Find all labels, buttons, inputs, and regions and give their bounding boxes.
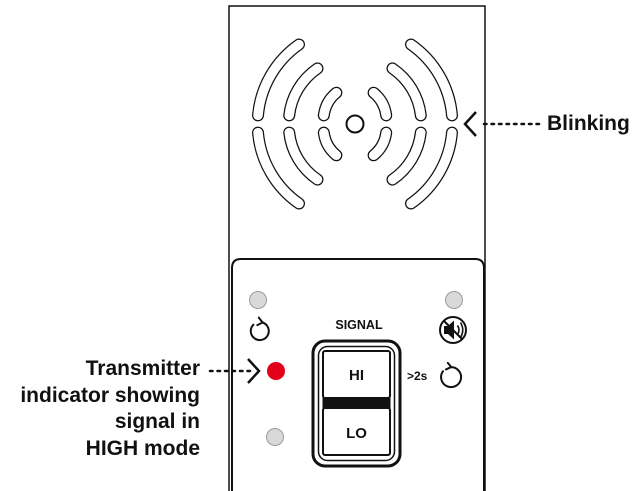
transmitter-label-line: Transmitter <box>85 357 200 380</box>
speaker-center <box>345 114 365 134</box>
sound-waves-icon <box>252 38 458 210</box>
refresh-icon <box>440 361 463 389</box>
hold-duration-label: >2s <box>407 369 428 383</box>
mute-speaker-icon <box>439 316 467 344</box>
refresh-icon <box>249 316 270 342</box>
blinking-label: Blinking <box>547 112 630 135</box>
lo-button[interactable] <box>322 407 391 456</box>
transmitter-pointer <box>208 358 261 384</box>
transmitter-label-line: HIGH mode <box>85 436 200 460</box>
transmitter-label: Transmitter indicator showing signal in … <box>0 356 200 462</box>
blinking-pointer <box>463 111 541 137</box>
led-bottom-left <box>266 428 284 446</box>
signal-title: SIGNAL <box>335 318 383 332</box>
lo-label: LO <box>346 425 367 442</box>
signal-rocker-switch[interactable]: HI LO <box>311 339 402 468</box>
transmitter-label-line: signal in <box>114 410 200 433</box>
hi-label: HI <box>349 367 364 384</box>
led-transmitter <box>267 362 285 380</box>
transmitter-label-line: indicator showing <box>20 383 200 407</box>
led-top-left <box>249 291 267 309</box>
led-top-right <box>445 291 463 309</box>
